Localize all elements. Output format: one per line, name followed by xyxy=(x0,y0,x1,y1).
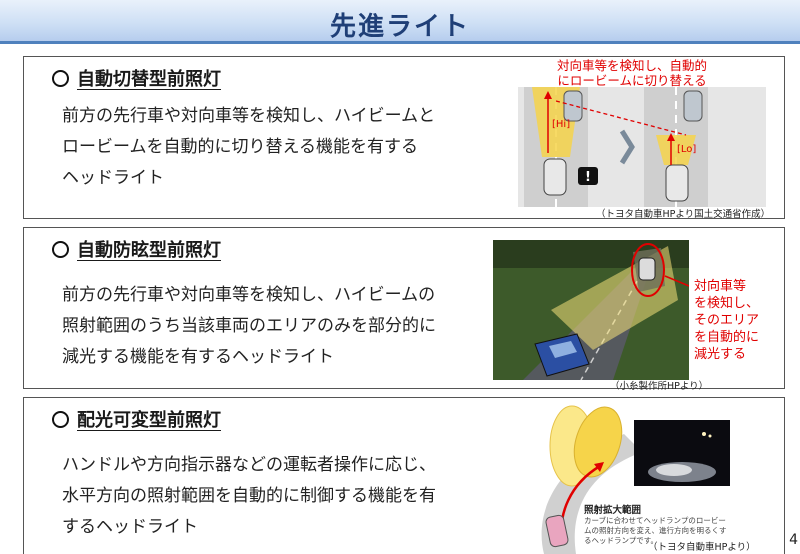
illustration-caption: （トヨタ自動車HPより） xyxy=(648,542,756,553)
curved-road xyxy=(541,434,642,554)
beam-high-label: [Hi] xyxy=(552,119,570,130)
night-photo-illustration xyxy=(634,420,730,486)
antiglare-night-road-illustration xyxy=(493,240,689,380)
section-description: 前方の先行車や対向車等を検知し、ハイビームの 照射範囲のうち当該車両のエリアのみ… xyxy=(62,280,436,373)
page-number: 4 xyxy=(789,532,798,548)
description-line: 前方の先行車や対向車等を検知し、ハイビームと xyxy=(62,106,436,126)
section-heading-text: 自動防眩型前照灯 xyxy=(77,240,221,261)
section-description: ハンドルや方向指示器などの運転者操作に応じ、 水平方向の照射範囲を自動的に制御す… xyxy=(62,450,436,543)
oncoming-car-right xyxy=(683,90,703,122)
curve-beam-illustration xyxy=(541,405,642,554)
description-line: 水平方向の照射範囲を自動的に制御する機能を有 xyxy=(62,486,436,506)
section-auto-switching-headlamp: 自動切替型前照灯 前方の先行車や対向車等を検知し、ハイビームと ロービームを自動… xyxy=(23,56,785,220)
detection-link xyxy=(555,100,687,136)
title-bar: 先進ライト xyxy=(0,0,800,44)
description-line: ヘッドライト xyxy=(62,168,164,188)
section-heading-text: 自動切替型前照灯 xyxy=(77,69,221,90)
annotation-line: にロービームに切り替える xyxy=(557,73,707,88)
section-heading: 配光可変型前照灯 xyxy=(52,406,221,432)
illustration-annotation: 対向車等 を検知し、 そのエリア を自動的に 減光する xyxy=(694,278,759,363)
ego-car-left xyxy=(543,158,567,196)
oncoming-car xyxy=(638,257,656,281)
chevron-right-icon xyxy=(619,129,635,165)
circle-bullet-icon xyxy=(52,70,69,87)
annotation-line: 対向車等 xyxy=(694,279,747,294)
illustration-label-body: カーブに合わせてヘッドランプのロービー ムの照射方向を変え、進行方向を明るくす … xyxy=(584,516,754,546)
description-line: 照射範囲のうち当該車両のエリアのみを部分的に xyxy=(62,316,436,336)
svg-text:!: ! xyxy=(585,170,591,185)
description-line: するヘッドライト xyxy=(62,517,198,537)
annotation-line: 減光する xyxy=(694,347,747,362)
description-line: ロービームを自動的に切り替える機能を有する xyxy=(62,137,418,157)
description-line: 減光する機能を有するヘッドライト xyxy=(62,347,334,367)
description-line: ハンドルや方向指示器などの運転者操作に応じ、 xyxy=(62,455,436,475)
section-description: 前方の先行車や対向車等を検知し、ハイビームと ロービームを自動的に切り替える機能… xyxy=(62,101,435,194)
illustration-label-box: 照射拡大範囲 カーブに合わせてヘッドランプのロービー ムの照射方向を変え、進行方… xyxy=(584,502,754,546)
label-line: るヘッドランプです。 xyxy=(584,536,659,545)
low-beam xyxy=(656,135,696,165)
annotation-line: を自動的に xyxy=(694,330,760,345)
section-heading: 自動切替型前照灯 xyxy=(52,65,221,91)
ego-car-right xyxy=(665,164,689,202)
section-auto-antiglare-headlamp: 自動防眩型前照灯 前方の先行車や対向車等を検知し、ハイビームの 照射範囲のうち当… xyxy=(23,227,785,392)
section-heading-text: 配光可変型前照灯 xyxy=(77,410,221,431)
circle-bullet-icon xyxy=(52,241,69,258)
description-line: 前方の先行車や対向車等を検知し、ハイビームの xyxy=(62,285,436,305)
illustration-annotation: 対向車等を検知し、自動的 にロービームに切り替える xyxy=(542,58,722,88)
illustration-caption: （トヨタ自動車HPより国土交通省作成） xyxy=(596,209,771,220)
annotation-line: を検知し、 xyxy=(694,296,760,311)
section-heading: 自動防眩型前照灯 xyxy=(52,236,221,262)
illustration-label-title: 照射拡大範囲 xyxy=(584,505,642,516)
illustration-caption: （小糸製作所HPより） xyxy=(610,381,709,392)
circle-bullet-icon xyxy=(52,411,69,428)
beam-low-label: [Lo] xyxy=(677,144,696,155)
section-adaptive-headlamp: 配光可変型前照灯 ハンドルや方向指示器などの運転者操作に応じ、 水平方向の照射範… xyxy=(23,397,785,554)
warning-icon xyxy=(578,167,598,185)
detection-ellipse xyxy=(631,243,665,297)
annotation-line: 対向車等を検知し、自動的 xyxy=(556,58,707,73)
label-line: カーブに合わせてヘッドランプのロービー xyxy=(584,516,726,525)
ego-car xyxy=(545,514,569,548)
annotation-line: そのエリア xyxy=(694,313,760,328)
hi-lo-beam-illustration: ! [Hi] [Lo] xyxy=(518,87,766,207)
label-line: ムの照射方向を変え、進行方向を明るくす xyxy=(584,526,727,535)
page-title: 先進ライト xyxy=(329,12,470,42)
